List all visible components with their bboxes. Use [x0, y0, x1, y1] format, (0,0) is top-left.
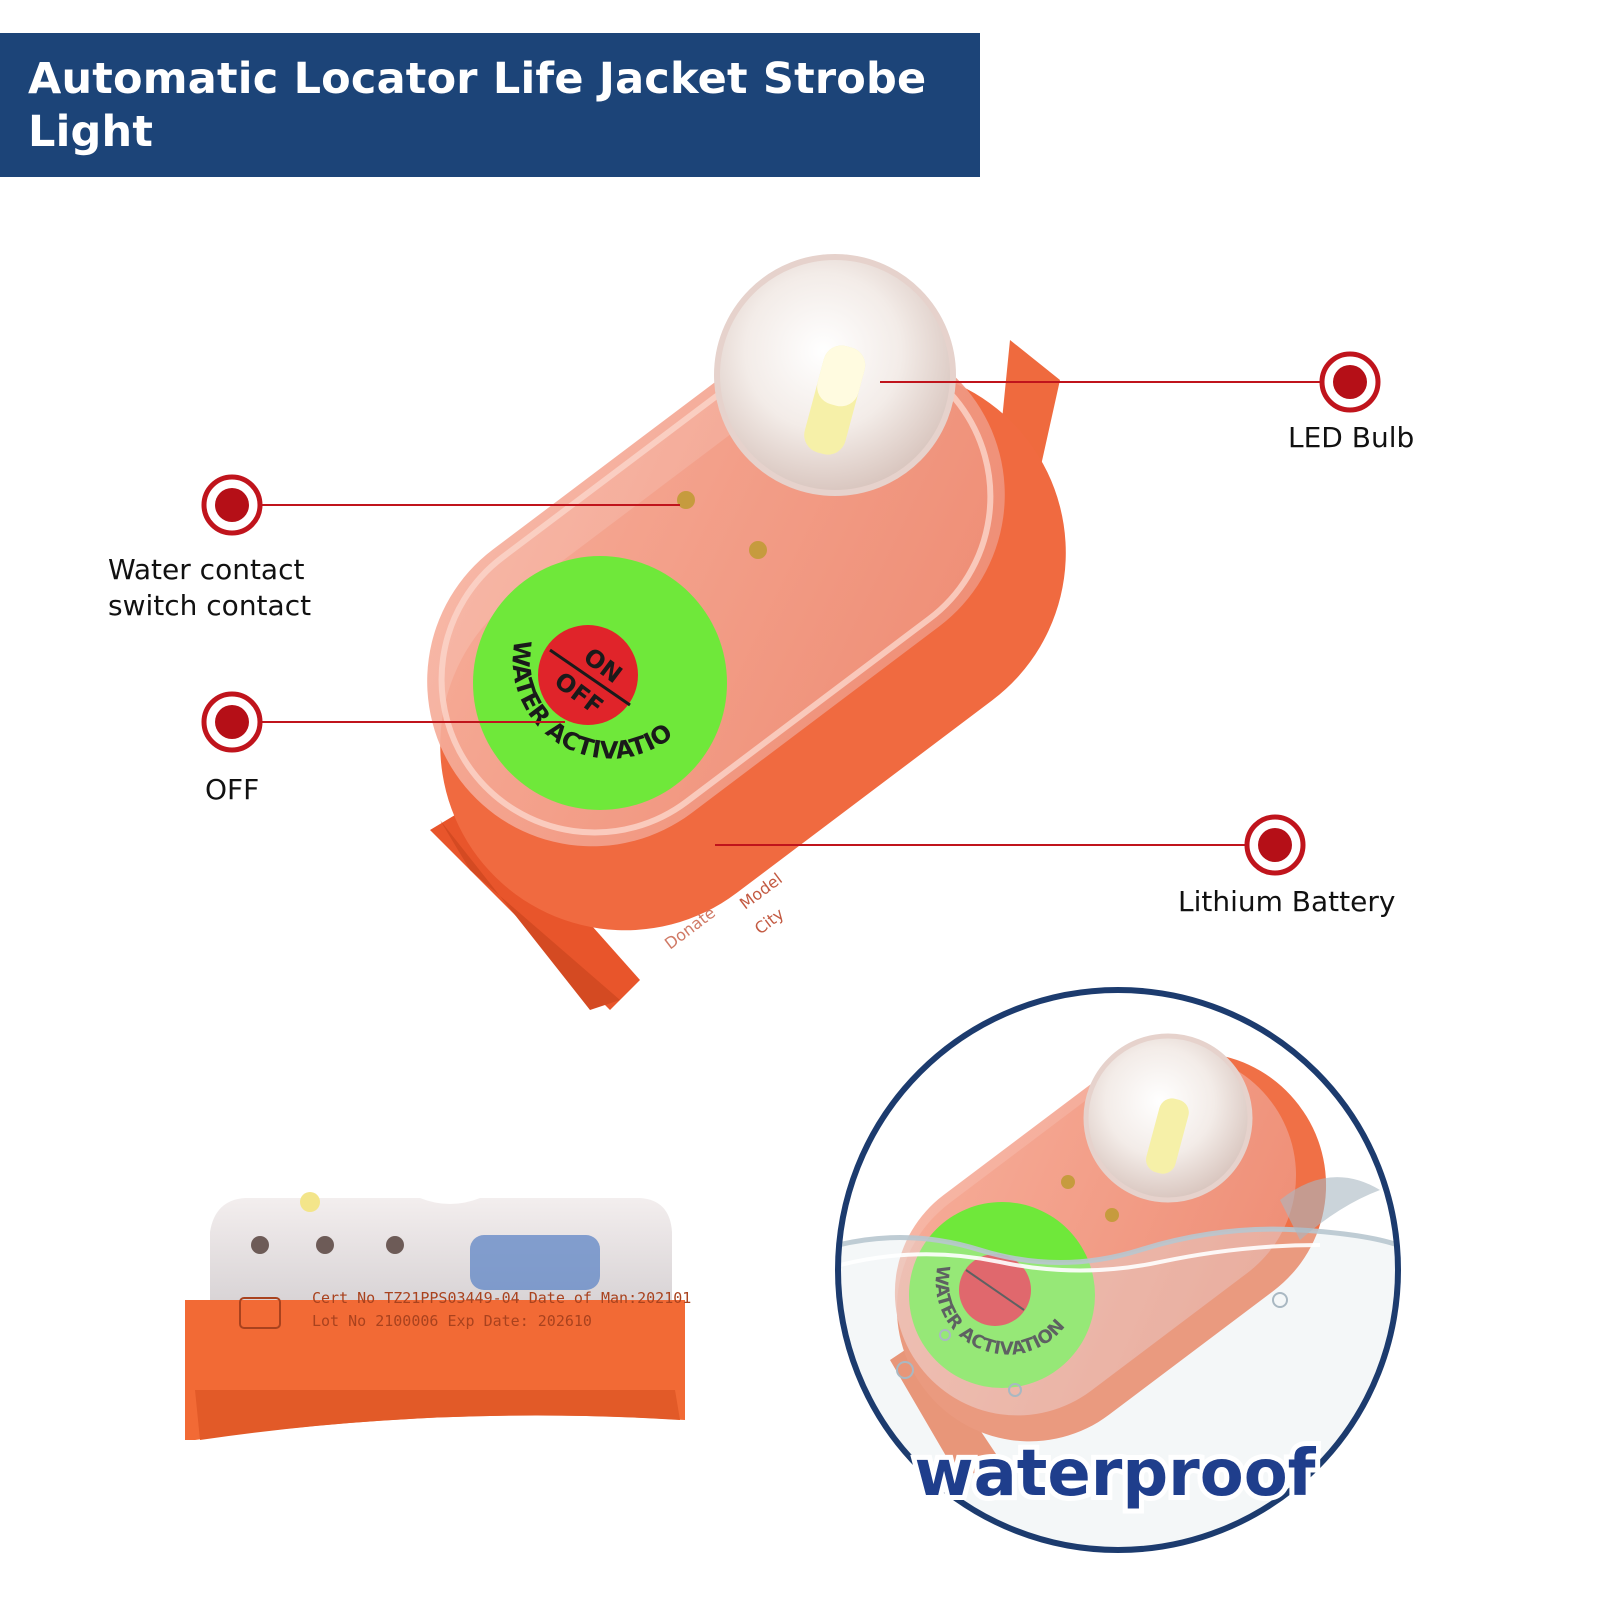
- waterproof-inset: WATER ACTIVATION waterproof: [835, 987, 1401, 1553]
- led-bulb-icon: [804, 345, 866, 455]
- side-label-line2: Lot No 2100006 Exp Date: 202610: [312, 1312, 592, 1330]
- waterproof-badge: waterproof: [914, 1437, 1316, 1511]
- label-lithium-battery: Lithium Battery: [1178, 885, 1396, 918]
- label-water-contact-line1: Water contact: [108, 553, 305, 586]
- side-label-line1: Cert No TZ21PPS03449-04 Date of Man:2021…: [312, 1289, 691, 1307]
- callout-lithium-battery: [715, 814, 1306, 876]
- title-banner: Automatic Locator Life Jacket Strobe Lig…: [0, 33, 980, 177]
- label-off: OFF: [205, 773, 260, 806]
- callout-off: [201, 691, 565, 753]
- contact-pin-icon: [749, 541, 767, 559]
- callout-led-bulb: [880, 351, 1381, 413]
- city-text: City: [751, 904, 787, 938]
- contact-pin-icon: [677, 491, 695, 509]
- inset-circle-border: [835, 987, 1401, 1553]
- label-led-bulb: LED Bulb: [1288, 421, 1415, 454]
- page-title: Automatic Locator Life Jacket Strobe Lig…: [28, 54, 927, 157]
- label-water-contact-line2: switch contact: [108, 589, 312, 622]
- callout-water-contact: [201, 474, 680, 536]
- side-view-device: Cert No TZ21PPS03449-04 Date of Man:2021…: [185, 1192, 691, 1440]
